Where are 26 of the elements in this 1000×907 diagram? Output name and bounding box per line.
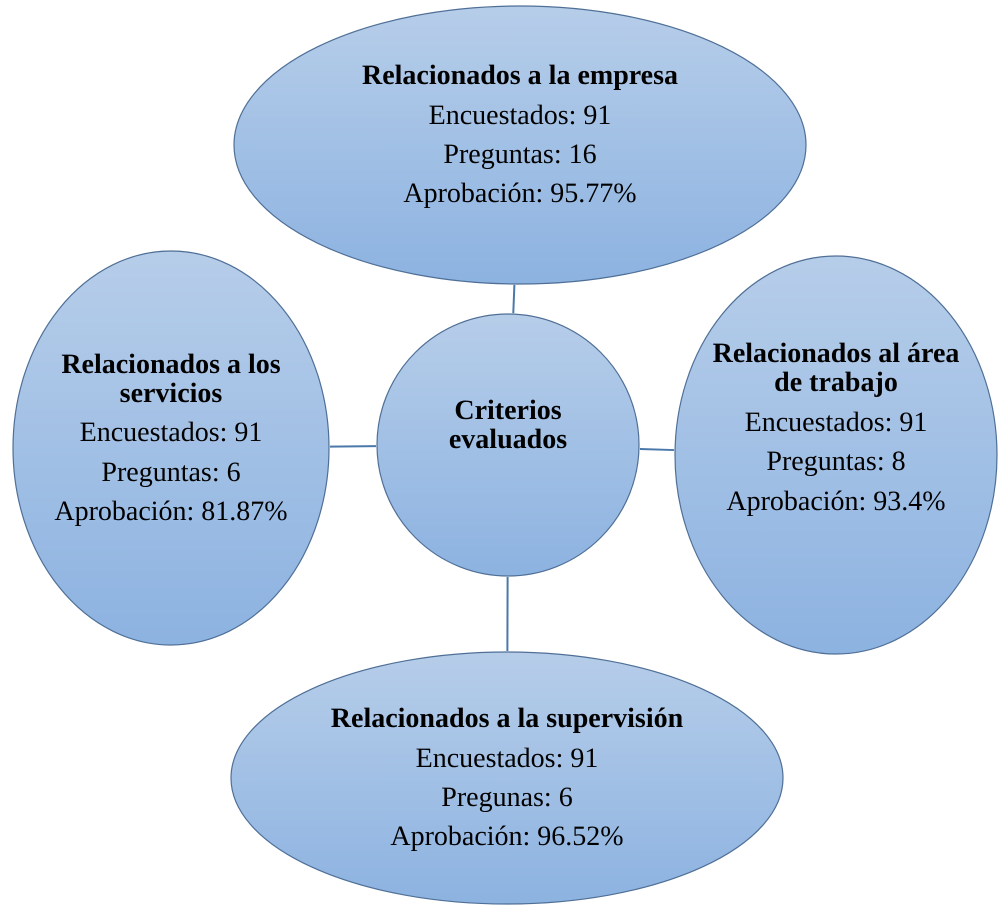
topic-ellipse (12, 250, 330, 646)
node-text: Encuestados: 91 (416, 744, 598, 773)
node-heading: Relacionados a la supervisión (330, 704, 684, 734)
node-text: Preguntas: 8 (766, 447, 906, 477)
connector-line (330, 445, 376, 448)
node-text: Encuestados: 91 (80, 418, 262, 448)
node-heading: Criterios evaluados (448, 396, 568, 454)
topic-ellipse (233, 5, 807, 285)
node-text: Preguntas: 6 (101, 458, 241, 488)
center-circle (376, 313, 640, 577)
topic-ellipse (674, 255, 998, 655)
node-text: Aprobación: 93.4% (726, 486, 946, 516)
node-heading: Relacionados a la empresa (362, 61, 678, 91)
topic-ellipse (230, 651, 784, 905)
node-text: Pregunas: 6 (441, 783, 573, 812)
connector-line (506, 577, 509, 651)
node-text: Encuestados: 91 (428, 100, 612, 130)
connector-line (512, 284, 516, 314)
node-text: Aprobación: 81.87% (54, 497, 288, 526)
connector-line (640, 448, 674, 452)
node-text: Encuestados: 91 (744, 408, 928, 438)
node-text: Aprobación: 95.77% (403, 179, 637, 209)
node-text: Aprobación: 96.52% (390, 822, 624, 852)
node-heading: Relacionados al área de trabajo (712, 339, 960, 398)
node-text: Preguntas: 16 (443, 140, 597, 170)
node-heading: Relacionados a los servicios (60, 350, 282, 408)
